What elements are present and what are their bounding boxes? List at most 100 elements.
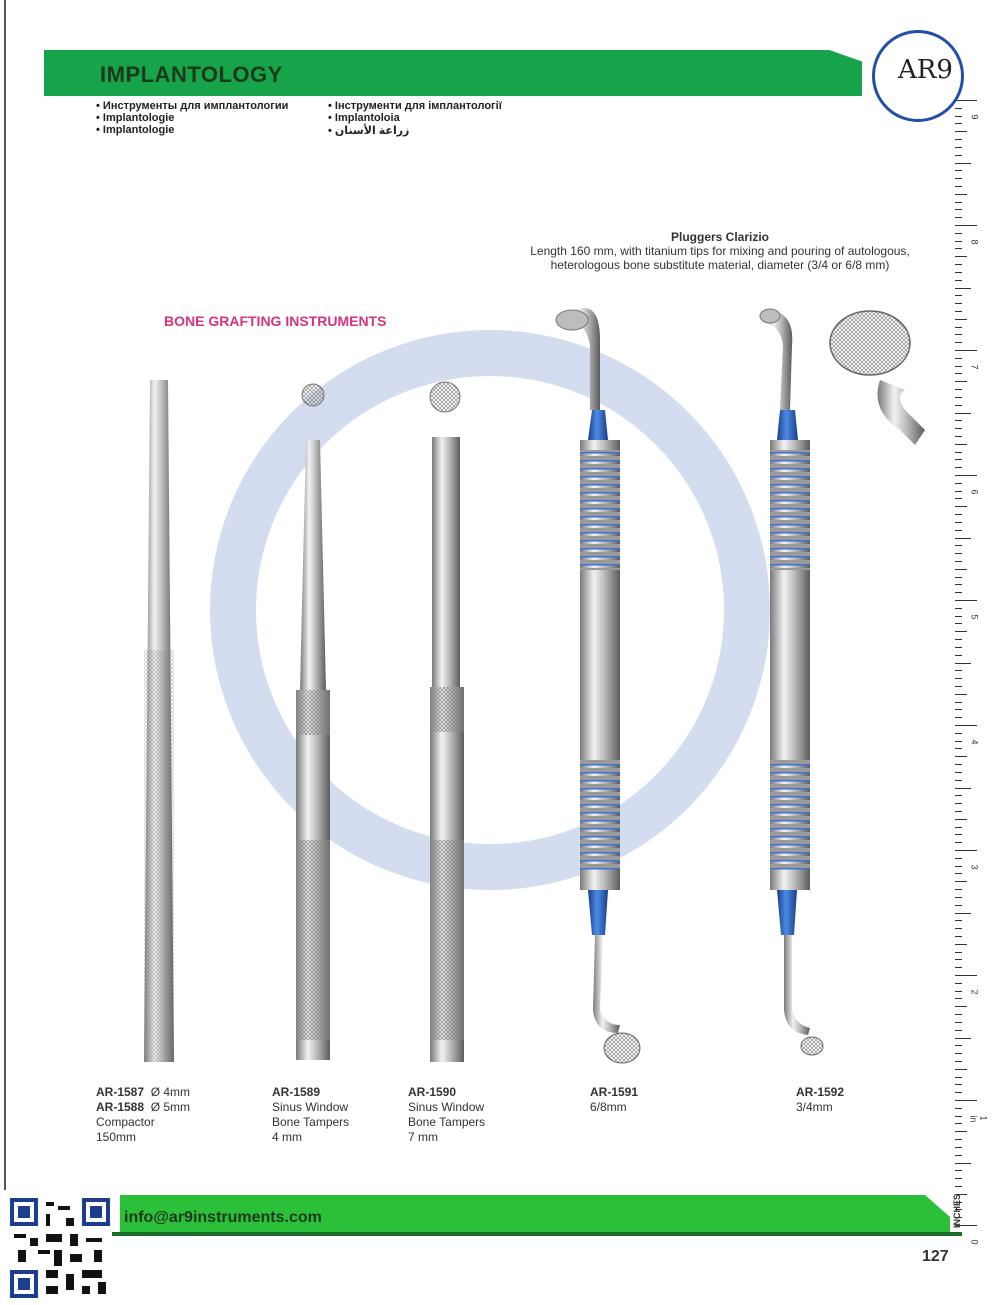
ruler-tick — [955, 123, 962, 125]
ruler-tick — [955, 967, 962, 969]
ruler-tick — [955, 764, 962, 766]
ruler-tick — [955, 998, 962, 1000]
ruler-tick — [955, 810, 962, 812]
ruler-tick — [955, 170, 962, 172]
brand-logo-text: AR9 — [898, 55, 953, 85]
page-title: IMPLANTOLOGY — [100, 62, 283, 87]
ruler-tick — [955, 1139, 962, 1141]
ruler-tick — [955, 834, 962, 836]
ruler-tick — [955, 1076, 962, 1078]
ruler-tick — [955, 318, 967, 320]
ruler-number: 0 — [969, 1239, 980, 1245]
sinus-window-tamper-4mm — [296, 383, 330, 1060]
ruler-tick — [955, 209, 962, 211]
ruler-tick — [955, 459, 962, 461]
ruler-tick — [955, 521, 962, 523]
ruler-tick — [955, 482, 962, 484]
ruler-tick — [955, 693, 967, 695]
ruler-tick — [955, 826, 962, 828]
product-size: 4 mm — [272, 1130, 302, 1144]
ruler-tick — [955, 709, 962, 711]
ruler-tick — [955, 873, 962, 875]
ruler-tick — [955, 662, 971, 664]
ruler-tick — [955, 381, 967, 383]
language-item: زراعة الأسنان — [328, 124, 558, 137]
ruler-tick — [955, 818, 967, 820]
product-code: AR-1587 — [96, 1085, 145, 1099]
product-label-ar1589: AR-1589 Sinus Window Bone Tampers 4 mm — [272, 1085, 349, 1145]
ruler-tick — [955, 428, 962, 430]
ruler-tick — [955, 560, 962, 562]
footer-underline — [112, 1232, 962, 1236]
ruler-tick — [955, 185, 962, 187]
contact-email[interactable]: info@ar9instruments.com — [124, 1209, 322, 1226]
ruler-tick — [955, 639, 962, 641]
ruler-tick — [955, 1131, 967, 1133]
ruler-tick — [955, 334, 962, 336]
ruler-tick — [955, 373, 962, 375]
product-size: 7 mm — [408, 1130, 438, 1144]
ruler-tick — [955, 1209, 962, 1211]
ruler-tick — [955, 514, 962, 516]
product-name: Sinus Window — [272, 1100, 349, 1114]
ruler-tick — [955, 1060, 962, 1062]
ruler-number: 6 — [969, 489, 980, 495]
ruler-tick — [955, 232, 962, 234]
ruler-tick — [955, 685, 962, 687]
ruler-tick — [955, 748, 962, 750]
ruler-tick — [955, 568, 967, 570]
ruler-tick — [955, 779, 962, 781]
product-code: AR-1592 — [796, 1085, 845, 1099]
ruler-tick — [955, 1068, 967, 1070]
ruler-number: 5 — [969, 614, 980, 620]
ruler-tick — [955, 631, 967, 633]
product-name: Compactor — [96, 1115, 155, 1129]
sinus-window-tamper-7mm — [429, 381, 464, 1062]
ruler-tick — [955, 225, 977, 226]
ruler-tick — [955, 404, 962, 406]
ruler-tick — [955, 350, 977, 351]
ruler-number: 3 — [969, 864, 980, 870]
ruler-tick — [955, 787, 971, 789]
product-name: Sinus Window — [408, 1100, 485, 1114]
ruler-tick — [955, 1170, 962, 1172]
ruler-unit-label: INCHES — [952, 1193, 962, 1228]
plugger-3-4mm — [759, 308, 824, 1056]
ruler-tick — [955, 857, 962, 859]
product-label-ar1592: AR-1592 3/4mm — [796, 1085, 844, 1115]
ruler-tick — [955, 154, 962, 156]
pluggers-title: Pluggers Clarizio — [670, 230, 770, 244]
page-left-border — [4, 0, 6, 1190]
ruler-tick — [955, 678, 962, 680]
ruler-tick — [955, 303, 962, 305]
ruler-tick — [955, 271, 962, 273]
footer-band — [120, 1195, 950, 1235]
ruler-tick — [955, 146, 962, 148]
product-spec: Ø 5mm — [150, 1100, 191, 1114]
product-size: 3/4mm — [796, 1100, 833, 1114]
ruler-tick — [955, 1225, 977, 1226]
ruler-tick — [955, 326, 962, 328]
ruler-tick — [955, 365, 962, 367]
ruler-tick — [955, 842, 962, 844]
pluggers-description: Pluggers Clarizio Length 160 mm, with ti… — [500, 230, 940, 272]
ruler-tick — [955, 435, 962, 437]
ruler-tick — [955, 615, 962, 617]
ruler-tick — [955, 396, 962, 398]
ruler-tick — [955, 670, 962, 672]
ruler-tick — [955, 600, 977, 601]
ruler-tick — [955, 553, 962, 555]
ruler-tick — [955, 990, 962, 992]
section-title: BONE GRAFTING INSTRUMENTS — [164, 313, 387, 329]
product-size: 6/8mm — [590, 1100, 627, 1114]
ruler-number: 1 in — [968, 1115, 989, 1123]
ruler-tick — [955, 217, 962, 219]
ruler-tick — [955, 240, 962, 242]
product-code: AR-1588 — [96, 1100, 145, 1114]
ruler-tick — [955, 1053, 962, 1055]
product-label-ar1590: AR-1590 Sinus Window Bone Tampers 7 mm — [408, 1085, 485, 1145]
ruler-tick — [955, 1107, 962, 1109]
ruler-tick — [955, 256, 967, 258]
ruler-tick — [955, 178, 962, 180]
language-list-left: Инструменты для имплантологии Implantolo… — [96, 100, 316, 136]
